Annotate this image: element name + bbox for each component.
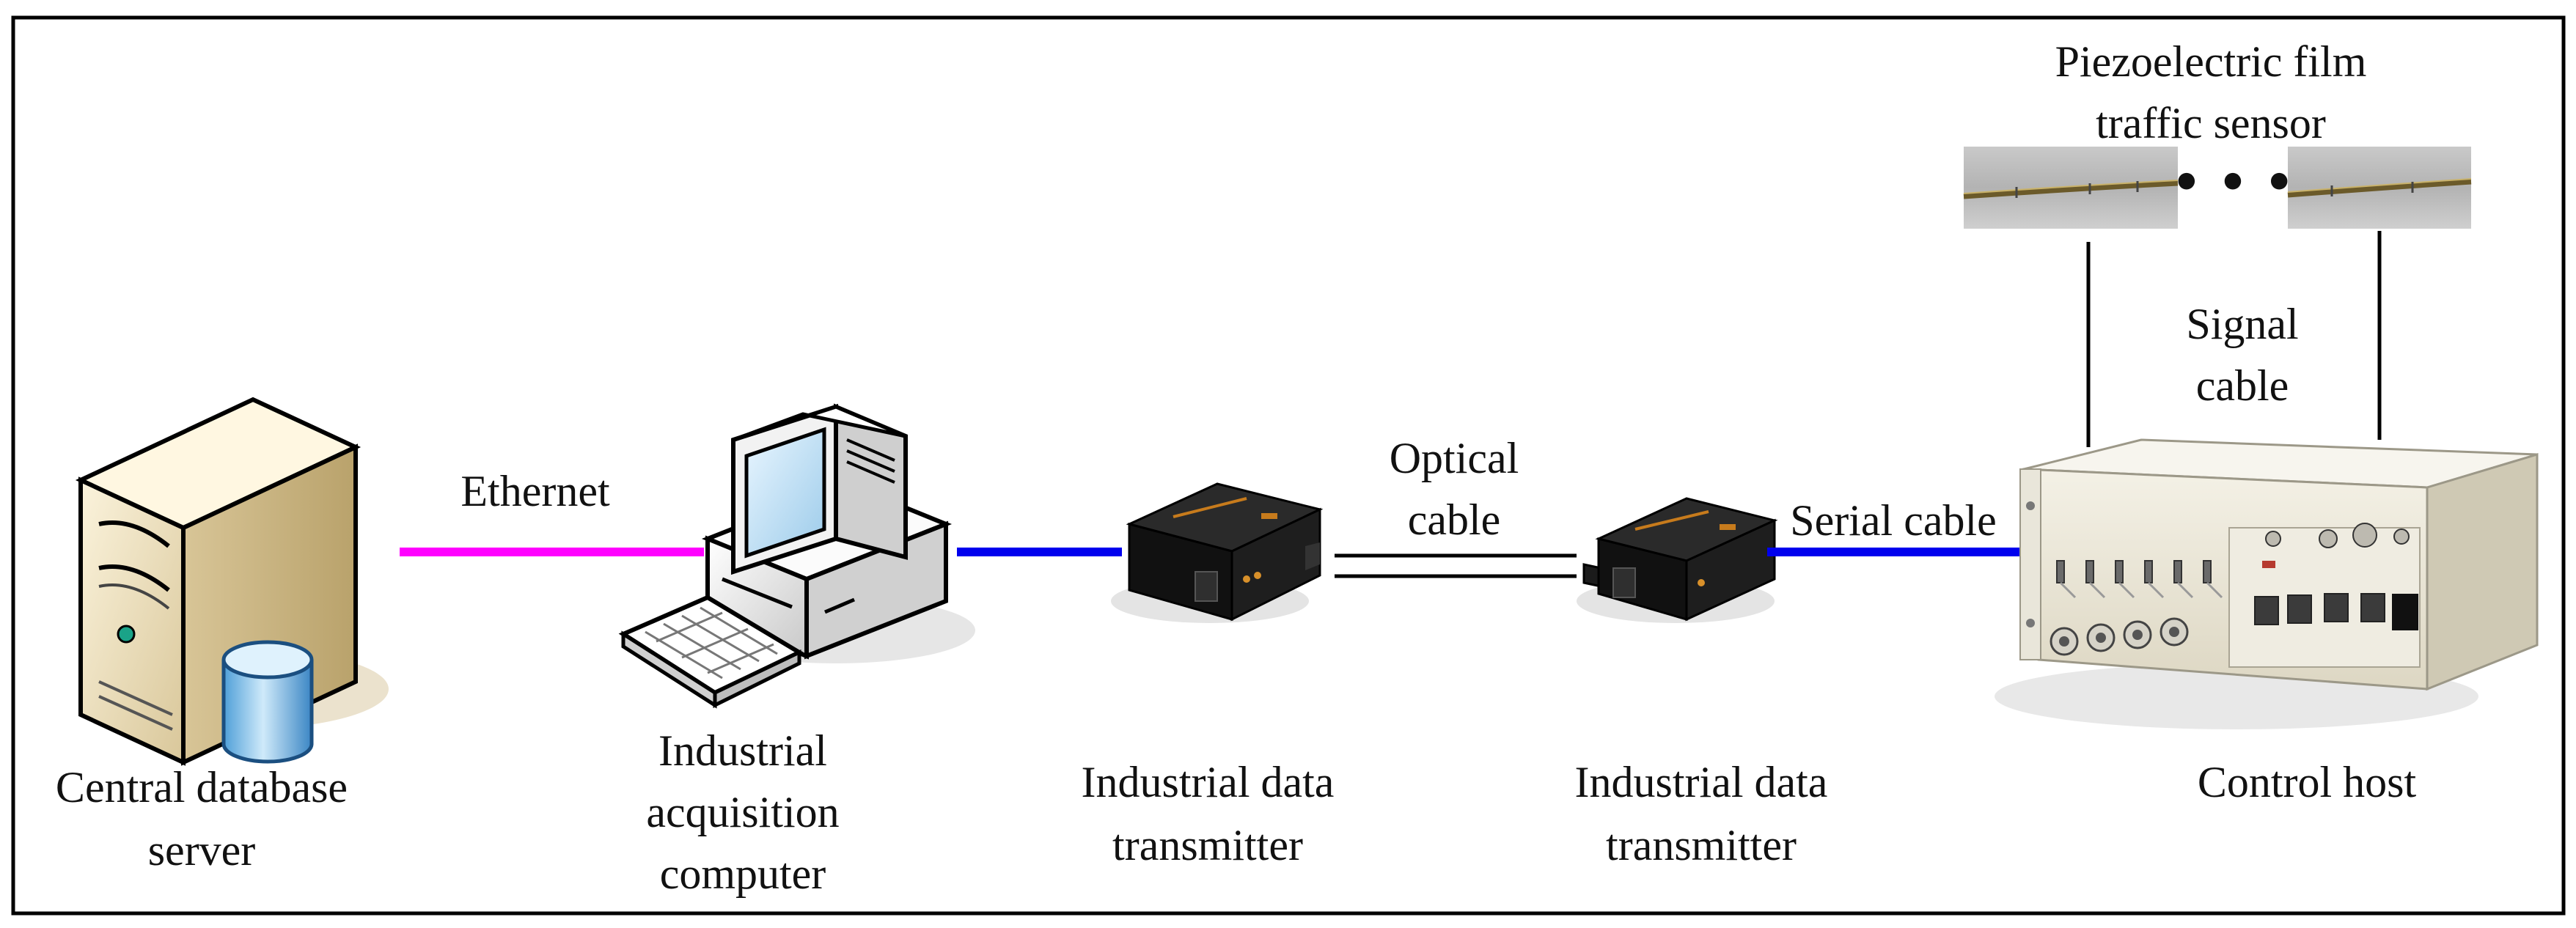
- database-server-icon: [75, 397, 389, 766]
- optical-cable-link: [1335, 553, 1577, 578]
- computer-label-line2: acquisition: [646, 788, 840, 836]
- server-label-line1: Central database: [55, 763, 348, 811]
- optical-cable-label-line2: cable: [1407, 496, 1501, 544]
- computer-label-line1: Industrial: [658, 726, 827, 775]
- ethernet-label: Ethernet: [460, 467, 610, 515]
- piezo-film-sensor-icon: [1963, 147, 2179, 229]
- transmitter-left-label-line2: transmitter: [1112, 821, 1303, 869]
- signal-cable-label-line1: Signal: [2186, 300, 2299, 348]
- sensor-label-line2: traffic sensor: [2096, 99, 2326, 147]
- optical-cable-label-line1: Optical: [1389, 434, 1519, 482]
- transmitter-right-label-line1: Industrial data: [1574, 758, 1828, 806]
- desktop-computer-icon: [618, 403, 975, 709]
- data-transmitter-icon: [1111, 482, 1324, 623]
- serial-cable-label: Serial cable: [1790, 496, 1997, 545]
- piezo-film-sensor-icon: [2287, 147, 2472, 229]
- data-transmitter-icon: [1577, 497, 1778, 623]
- server-label-line2: server: [147, 826, 256, 874]
- signal-cable-label-line2: cable: [2195, 361, 2289, 410]
- sensor-label-line1: Piezoelectric film: [2055, 37, 2367, 86]
- computer-label-line3: computer: [659, 850, 826, 898]
- control-host-icon: [1995, 438, 2539, 729]
- sensor-ellipsis: • • •: [2171, 156, 2294, 210]
- transmitter-left-label-line1: Industrial data: [1081, 758, 1335, 806]
- signal-cable-link: [2086, 231, 2382, 447]
- transmitter-right-label-line2: transmitter: [1606, 821, 1797, 869]
- diagram-frame: [11, 15, 2566, 916]
- control-host-label: Control host: [2197, 758, 2417, 806]
